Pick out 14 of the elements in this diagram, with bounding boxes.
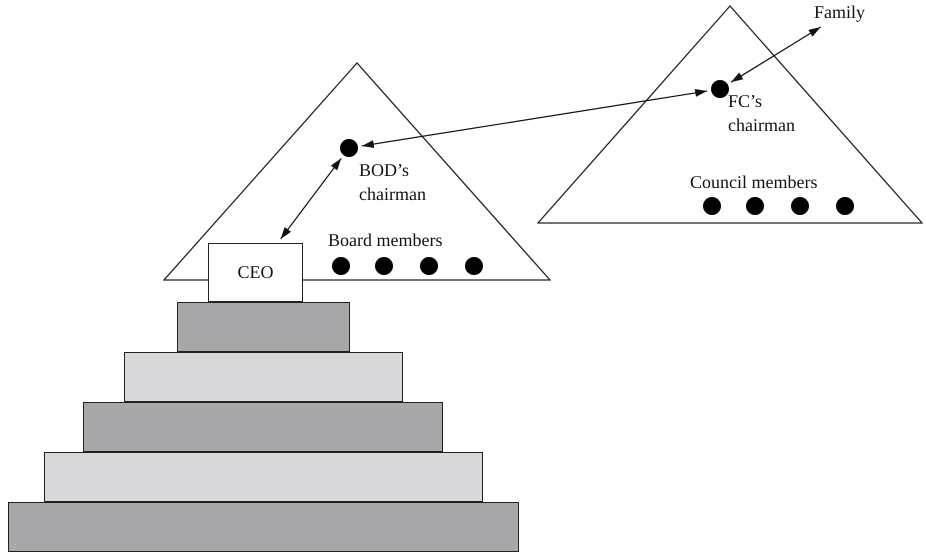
hierarchy-level-bar [44, 452, 483, 502]
group-label: Board members [328, 229, 442, 252]
role-box: CEO [208, 243, 303, 302]
hierarchy-level-bar [177, 302, 350, 352]
double-arrow [280, 158, 342, 240]
group-label: Council members [690, 171, 818, 194]
node-caption: FC’s chairman [728, 90, 796, 137]
hierarchy-level-bar [8, 502, 519, 552]
double-arrow [730, 26, 821, 83]
hierarchy-level-bar [83, 402, 443, 452]
text-label: Family [814, 1, 876, 23]
hierarchy-level-bar [124, 352, 403, 402]
node-caption: BOD’s chairman [359, 159, 427, 206]
double-arrow [362, 88, 708, 148]
